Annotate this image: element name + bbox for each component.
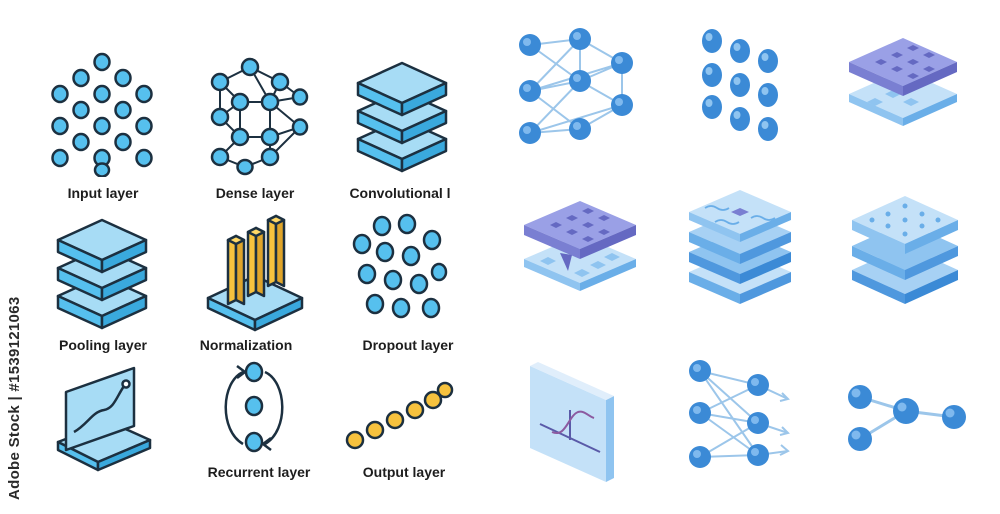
dropout-layer-icon [352, 213, 448, 319]
network-arrows-iso-icon [689, 360, 790, 468]
dense-layer-icon [210, 57, 309, 176]
input-layer-icon [51, 52, 153, 177]
output-layer-label: Output layer [362, 464, 446, 480]
pooling-layer-label: Pooling layer [59, 337, 147, 353]
input-layer-label: Input layer [67, 185, 139, 201]
stock-watermark: Adobe Stock | #1539121063 [6, 296, 23, 500]
recurrent-layer-label: Recurrent layer [207, 464, 311, 480]
recurrent-layer-icon [224, 361, 284, 453]
dense-layer-label: Dense layer [215, 185, 295, 201]
pooling-grid-iso-icon [524, 201, 636, 291]
conv-grid-iso-icon [849, 38, 957, 126]
convolutional-layer-label: Convolutional l [349, 185, 451, 201]
dot-grid-iso-icon [702, 29, 778, 141]
activation-panel-iso-icon [530, 362, 614, 482]
stacked-dots-iso-icon [852, 196, 958, 304]
chart-board-icon [56, 366, 152, 472]
output-layer-icon [345, 381, 454, 450]
normalization-icon [206, 214, 304, 332]
dropout-layer-label: Dropout layer [362, 337, 454, 353]
connected-nodes-iso-icon [848, 385, 966, 451]
stacked-wave-iso-icon [689, 190, 791, 304]
neural-network-iso-icon [519, 28, 633, 144]
convolutional-layer-icon [356, 61, 448, 173]
normalization-label: Normalization [199, 337, 293, 353]
pooling-layer-icon [56, 218, 148, 330]
